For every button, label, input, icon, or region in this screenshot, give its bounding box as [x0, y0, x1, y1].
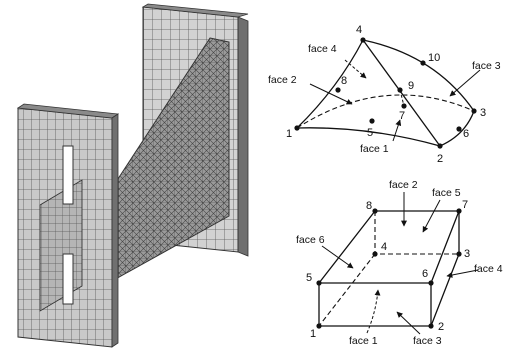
- hex-label-node-2: 2: [438, 321, 444, 333]
- tet-node-2: [437, 143, 443, 149]
- tet-node-9: [397, 87, 403, 93]
- hex-label-node-1: 1: [310, 328, 316, 340]
- hex-label-node-6: 6: [422, 268, 428, 280]
- tet-node-1: [294, 125, 300, 131]
- tet-node-4: [360, 37, 366, 43]
- hex-node-5: [316, 280, 322, 286]
- tet-node-5: [369, 118, 375, 124]
- tetrahedron-labels: 1 2 3 4 5 6 7 8 9 10 face 1 face 2 face …: [268, 24, 501, 165]
- tet-edge-4-3: [362, 39, 475, 112]
- tet-edge-1-4: [296, 39, 364, 129]
- hex-label-face-6: face 6: [296, 234, 325, 246]
- hex-label-face-1: face 1: [349, 335, 378, 347]
- hex-node-3: [456, 251, 462, 257]
- back-flange-side: [237, 16, 249, 257]
- tet-label-node-7: 7: [399, 110, 405, 122]
- tet-arrow-face-2: [309, 83, 353, 105]
- back-flange-top: [141, 3, 249, 18]
- web-plate: [111, 37, 230, 282]
- slot-lower: [62, 253, 74, 305]
- tet-edge-2-3: [439, 110, 475, 147]
- tet-edge-9-7-hidden: [399, 89, 405, 107]
- hex-label-node-7: 7: [462, 199, 468, 211]
- front-flange-side: [111, 113, 119, 348]
- hex-front-face: [318, 282, 432, 327]
- tet-label-face-1: face 1: [360, 143, 389, 155]
- tetrahedron-element: [294, 37, 481, 149]
- tet-node-3: [471, 108, 477, 114]
- hex-label-node-5: 5: [306, 272, 312, 284]
- hex-arrow-face-1: [366, 289, 381, 334]
- hex-node-1: [316, 323, 322, 329]
- tet-label-node-9: 9: [408, 80, 414, 92]
- tet-label-face-4: face 4: [308, 43, 337, 55]
- hex-arrow-face-6: [321, 245, 354, 269]
- hexahedron-labels: 1 2 3 4 5 6 7 8 face 1 face 2 face 3 fac…: [296, 179, 503, 347]
- tet-arrow-face-4: [344, 59, 367, 79]
- tet-label-node-1: 1: [286, 128, 292, 140]
- tet-node-6: [456, 126, 462, 132]
- hex-node-2: [428, 323, 434, 329]
- hex-node-4: [372, 251, 378, 257]
- tet-node-7: [401, 103, 407, 109]
- tet-arrow-face-3: [449, 69, 481, 97]
- hex-label-node-4: 4: [381, 241, 387, 253]
- tet-node-10: [420, 60, 426, 66]
- hexahedron-element: [316, 192, 479, 335]
- meshed-solid-model: [16, 3, 249, 348]
- hex-arrow-face-5: [422, 199, 441, 233]
- hex-node-7: [456, 208, 462, 214]
- tet-edge-1-3-hidden: [296, 94, 475, 129]
- hex-node-8: [372, 208, 378, 214]
- hex-right-edge: [430, 211, 460, 327]
- slot-upper: [62, 145, 74, 205]
- tet-label-node-6: 6: [463, 128, 469, 140]
- tet-arrow-face-1: [392, 119, 402, 142]
- tet-label-node-2: 2: [437, 153, 443, 165]
- hex-label-node-3: 3: [464, 248, 470, 260]
- hex-arrow-face-3: [396, 311, 421, 335]
- hex-label-face-2: face 2: [389, 179, 418, 191]
- tet-label-face-2: face 2: [268, 74, 297, 86]
- tet-edge-1-2: [296, 127, 441, 147]
- tet-label-node-5: 5: [367, 127, 373, 139]
- hex-arrow-face-4: [446, 269, 479, 278]
- tet-node-8: [335, 87, 341, 93]
- tet-label-node-10: 10: [428, 52, 440, 64]
- hex-label-node-8: 8: [366, 200, 372, 212]
- hex-label-face-3: face 3: [413, 335, 442, 347]
- hex-node-6: [428, 280, 434, 286]
- tet-label-face-3: face 3: [472, 60, 501, 72]
- hex-top-face: [318, 210, 460, 284]
- tet-label-node-4: 4: [356, 24, 362, 36]
- tet-label-node-8: 8: [341, 75, 347, 87]
- hex-label-face-5: face 5: [432, 187, 461, 199]
- tet-label-node-3: 3: [480, 107, 486, 119]
- hex-label-face-4: face 4: [474, 263, 503, 275]
